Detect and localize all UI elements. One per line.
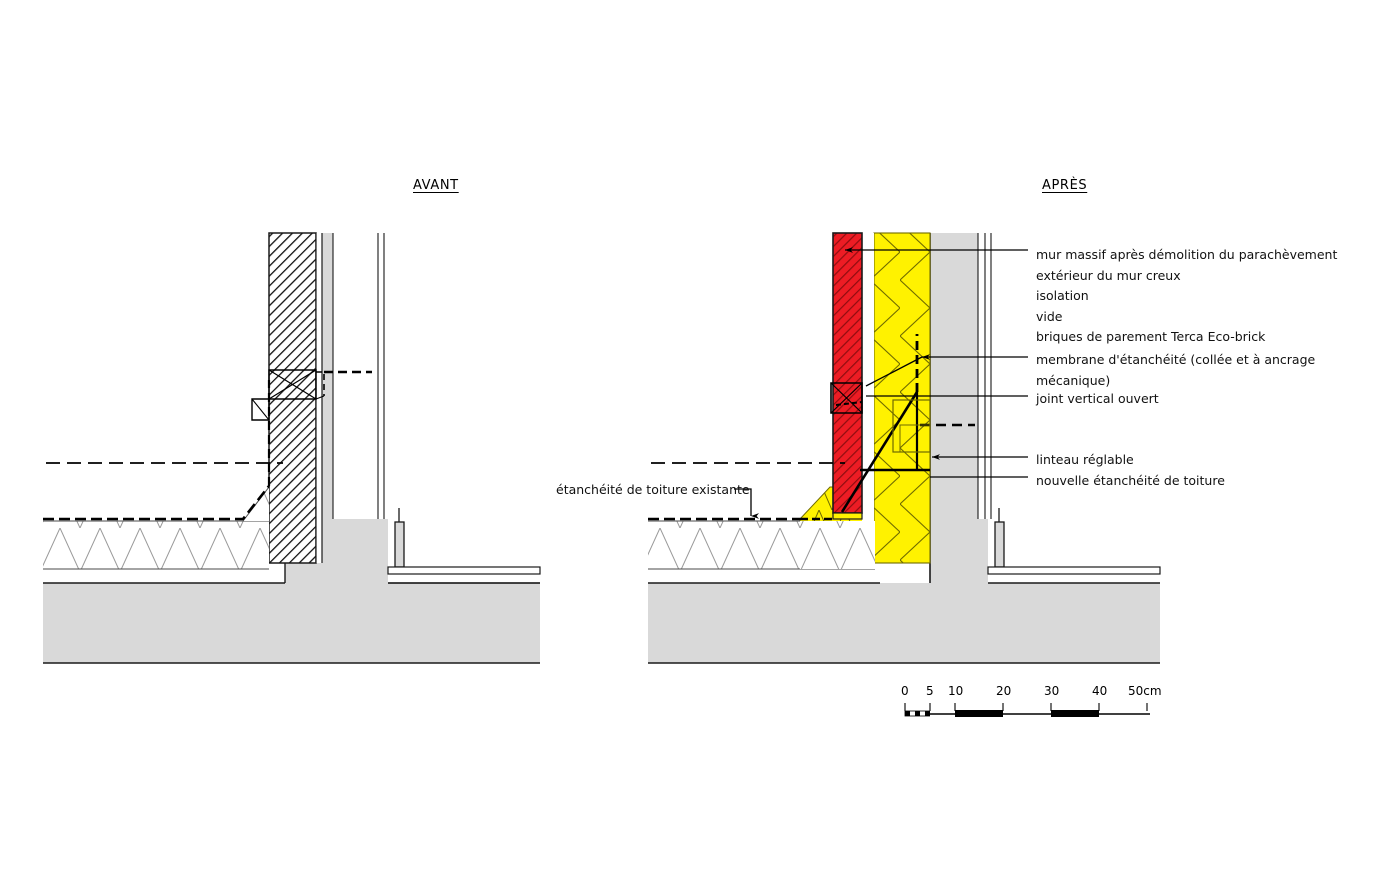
scale-tick-label-40: 40	[1092, 684, 1108, 698]
after-facing-brick-leaf	[832, 232, 863, 520]
before-inner-leaf-lines	[377, 233, 385, 519]
after-inner-leaf-lines	[984, 233, 992, 519]
annotation-membrane: membrane d'étanchéité (collée et à ancra…	[1036, 350, 1315, 391]
annotation-open-joint: joint vertical ouvert	[1036, 389, 1159, 410]
after-roof-insulation	[648, 520, 875, 570]
before-concrete-slab	[43, 582, 540, 664]
annotation-wall-layers: mur massif après démolition du parachève…	[1036, 245, 1337, 348]
annotation-line: mécanique)	[1036, 372, 1111, 388]
after-section-drawing	[648, 232, 1161, 664]
annotation-line: mur massif après démolition du parachève…	[1036, 247, 1338, 262]
after-cavity-void	[862, 233, 874, 523]
scale-tick-label-30: 30	[1044, 684, 1060, 698]
before-lintel-detail	[251, 369, 372, 421]
scale-tick-label-5: 5	[926, 684, 934, 698]
leader-lines	[734, 247, 1028, 519]
annotation-line: nouvelle étanchéité de toiture	[1036, 472, 1225, 488]
annotation-line: linteau réglable	[1036, 452, 1134, 467]
scale-bar-graphic	[904, 703, 1157, 717]
after-concrete-slab	[648, 582, 1160, 664]
before-panel-title: AVANT	[413, 178, 459, 193]
annotation-line: briques de parement Terca Eco-brick	[1036, 329, 1266, 345]
annotation-lintel-and-roof: linteau réglable nouvelle étanchéité de …	[1036, 450, 1225, 491]
scale-tick-label-10: 10	[948, 684, 964, 698]
annotation-line: extérieur du mur creux	[1036, 267, 1181, 283]
before-roof-insulation	[43, 486, 270, 570]
annotation-line: isolation	[1036, 288, 1089, 304]
after-open-vertical-joint-detail	[830, 382, 863, 414]
after-sill-detail	[987, 508, 1161, 575]
after-massive-wall	[929, 233, 988, 583]
after-adjustable-lintel	[860, 399, 931, 472]
after-panel-title: APRÈS	[1042, 178, 1088, 193]
scale-tick-label-50: 50cm	[1128, 684, 1162, 698]
scale-tick-label-20: 20	[996, 684, 1012, 698]
before-section-drawing	[43, 232, 541, 664]
annotation-line: membrane d'étanchéité (collée et à ancra…	[1036, 352, 1316, 367]
before-sill-detail	[387, 508, 541, 584]
annotation-line: joint vertical ouvert	[1036, 391, 1159, 406]
scale-tick-label-0: 0	[901, 684, 909, 698]
annotation-existing-roof-waterproofing: étanchéité de toiture existante	[556, 482, 750, 497]
leader-existing-roof-waterproofing	[734, 488, 759, 519]
annotation-line: vide	[1036, 308, 1063, 324]
